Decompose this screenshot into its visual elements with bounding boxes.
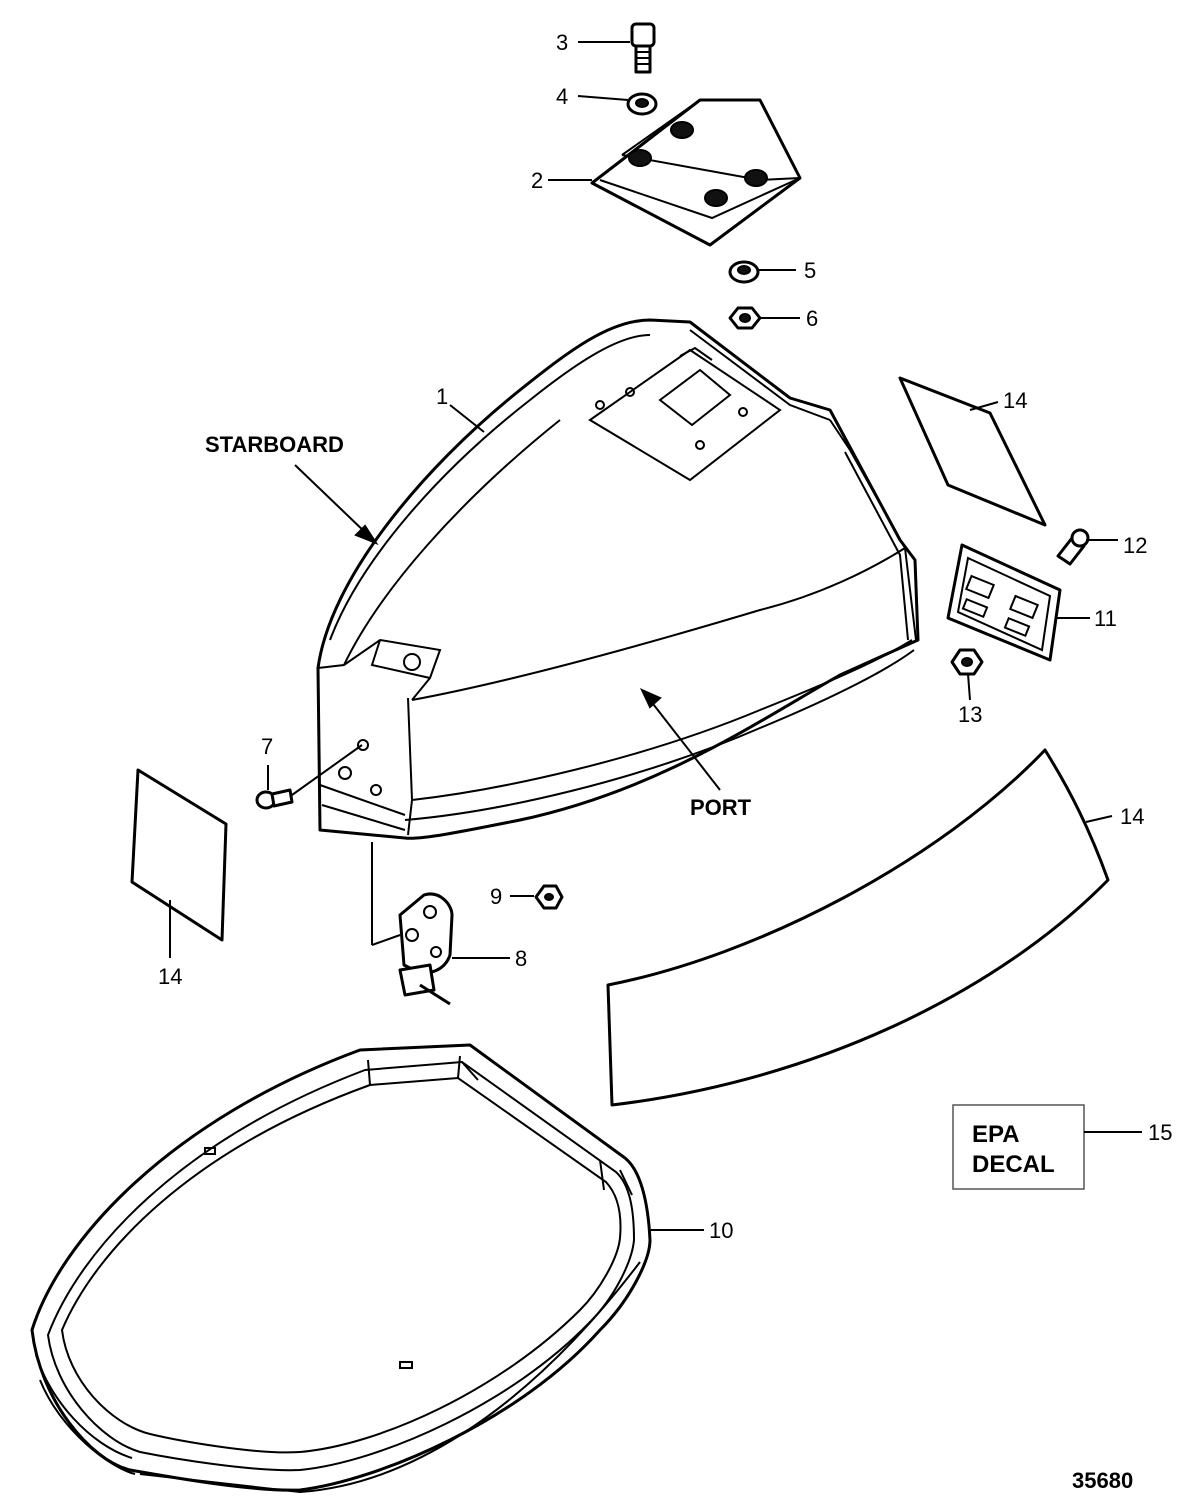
callout-14-top: 14: [1003, 388, 1027, 413]
leader-13: [967, 673, 971, 701]
callout-2: 2: [531, 168, 543, 193]
callout-9: 9: [490, 884, 502, 909]
part-10-seal: [30, 1043, 652, 1494]
port-label: PORT: [690, 795, 752, 820]
part-5-grommet: [728, 260, 760, 284]
callout-5: 5: [804, 258, 816, 283]
callout-7: 7: [261, 734, 273, 759]
leader-14-top: [969, 401, 999, 411]
part-11-bracket: [946, 543, 1062, 662]
epa-decal-line1: EPA: [972, 1121, 1020, 1148]
part-7-screw: [255, 788, 294, 810]
epa-decal-line2: DECAL: [972, 1151, 1055, 1178]
part-14-decal-large: [606, 748, 1110, 1107]
callout-15: 15: [1148, 1120, 1172, 1145]
part-12-screw: [1056, 528, 1090, 566]
callout-1: 1: [436, 384, 448, 409]
callout-4: 4: [556, 84, 568, 109]
callout-13: 13: [958, 702, 982, 727]
part-2-plate: [590, 98, 802, 247]
part-8-latch: [371, 842, 454, 1006]
starboard-arrow: [294, 464, 379, 546]
leader-7-axis: [291, 744, 363, 796]
part-1-top-cowl: [316, 318, 920, 840]
callout-3: 3: [556, 30, 568, 55]
callout-6: 6: [806, 306, 818, 331]
part-14-decal-top: [898, 376, 1047, 527]
callout-12: 12: [1123, 533, 1147, 558]
callout-14-left: 14: [158, 964, 182, 989]
starboard-label: STARBOARD: [205, 432, 344, 457]
part-6-nut: [728, 306, 762, 330]
callout-8: 8: [515, 946, 527, 971]
callout-14-large: 14: [1120, 804, 1144, 829]
port-arrow: [639, 687, 721, 791]
part-14-decal-left: [130, 768, 228, 942]
part-15-epa-decal: EPA DECAL: [952, 1104, 1085, 1190]
figure-number: 35680: [1072, 1468, 1133, 1493]
callout-11: 11: [1094, 606, 1117, 631]
part-13-nut: [950, 648, 984, 676]
part-4-washer: [626, 92, 658, 116]
leader-4: [577, 95, 629, 101]
leader-1: [449, 404, 485, 433]
leader-14-large: [1085, 815, 1113, 823]
callout-10: 10: [709, 1218, 733, 1243]
part-9-nut: [534, 884, 564, 910]
part-3-screw: [630, 22, 656, 74]
